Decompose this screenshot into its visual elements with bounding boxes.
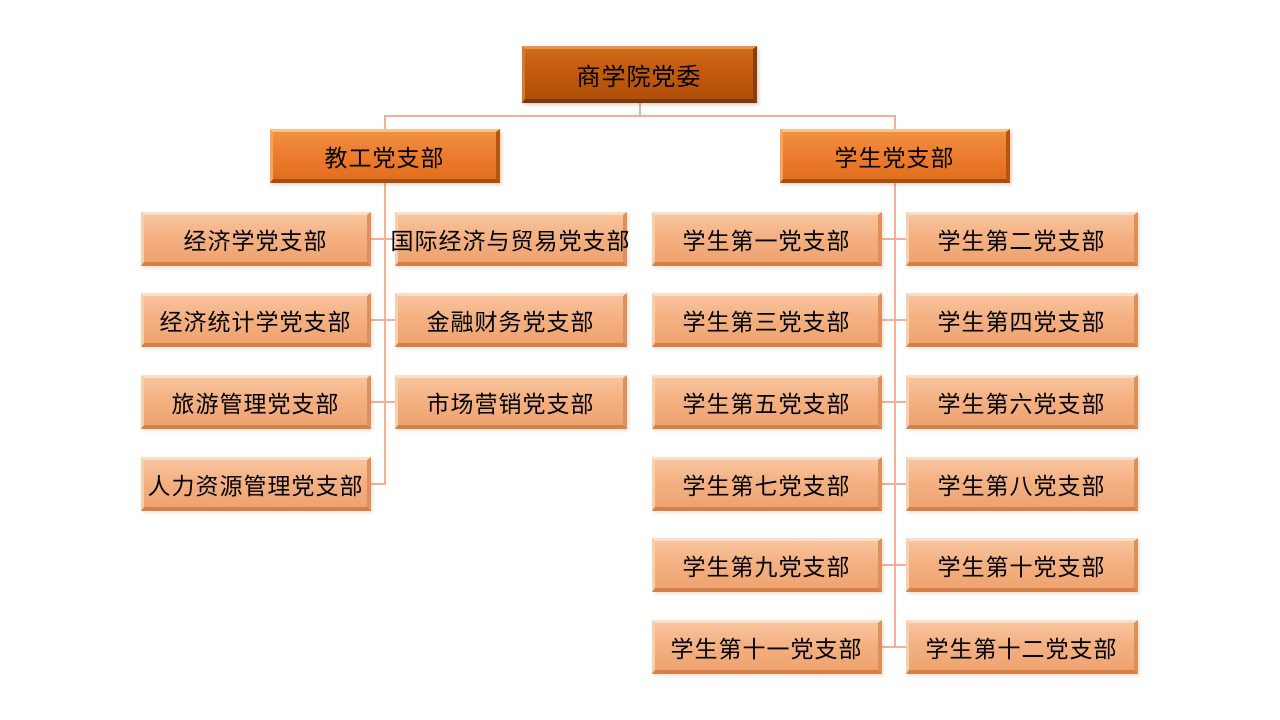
node-faculty-left-3: 旅游管理党支部 — [141, 375, 371, 429]
node-student-right-6: 学生第十二党支部 — [906, 620, 1138, 674]
connector-faculty-row1 — [371, 238, 395, 240]
connector-student-stub — [894, 116, 896, 129]
node-faculty-right-1: 国际经济与贸易党支部 — [391, 212, 630, 266]
connector-student-row6 — [882, 646, 906, 648]
node-faculty-right-2: 金融财务党支部 — [395, 293, 627, 347]
connector-student-row3 — [882, 401, 906, 403]
node-student-left-6: 学生第十一党支部 — [652, 620, 882, 674]
connector-root-stub — [639, 103, 641, 116]
node-faculty-left-1: 经济学党支部 — [141, 212, 371, 266]
node-branch-faculty: 教工党支部 — [270, 129, 500, 183]
connector-student-row5 — [882, 564, 906, 566]
node-student-right-3: 学生第六党支部 — [906, 375, 1138, 429]
connector-student-row2 — [882, 319, 906, 321]
node-faculty-left-4: 人力资源管理党支部 — [141, 457, 371, 511]
connector-faculty-spine — [384, 183, 386, 485]
connector-student-spine — [894, 183, 896, 648]
node-student-right-5: 学生第十党支部 — [906, 538, 1138, 592]
connector-top-horizontal — [384, 115, 896, 117]
node-student-left-2: 学生第三党支部 — [652, 293, 882, 347]
node-faculty-left-2: 经济统计学党支部 — [141, 293, 371, 347]
node-student-left-4: 学生第七党支部 — [652, 457, 882, 511]
connector-student-row4 — [882, 483, 906, 485]
connector-faculty-row2 — [371, 319, 395, 321]
connector-faculty-row4 — [371, 483, 386, 485]
node-student-right-2: 学生第四党支部 — [906, 293, 1138, 347]
node-faculty-right-3: 市场营销党支部 — [395, 375, 627, 429]
connector-student-row1 — [882, 238, 906, 240]
node-student-right-4: 学生第八党支部 — [906, 457, 1138, 511]
node-branch-student: 学生党支部 — [780, 129, 1010, 183]
node-student-left-1: 学生第一党支部 — [652, 212, 882, 266]
node-student-left-5: 学生第九党支部 — [652, 538, 882, 592]
node-student-right-1: 学生第二党支部 — [906, 212, 1138, 266]
node-root: 商学院党委 — [522, 46, 757, 103]
connector-faculty-stub — [384, 116, 386, 129]
node-student-left-3: 学生第五党支部 — [652, 375, 882, 429]
connector-faculty-row3 — [371, 401, 395, 403]
